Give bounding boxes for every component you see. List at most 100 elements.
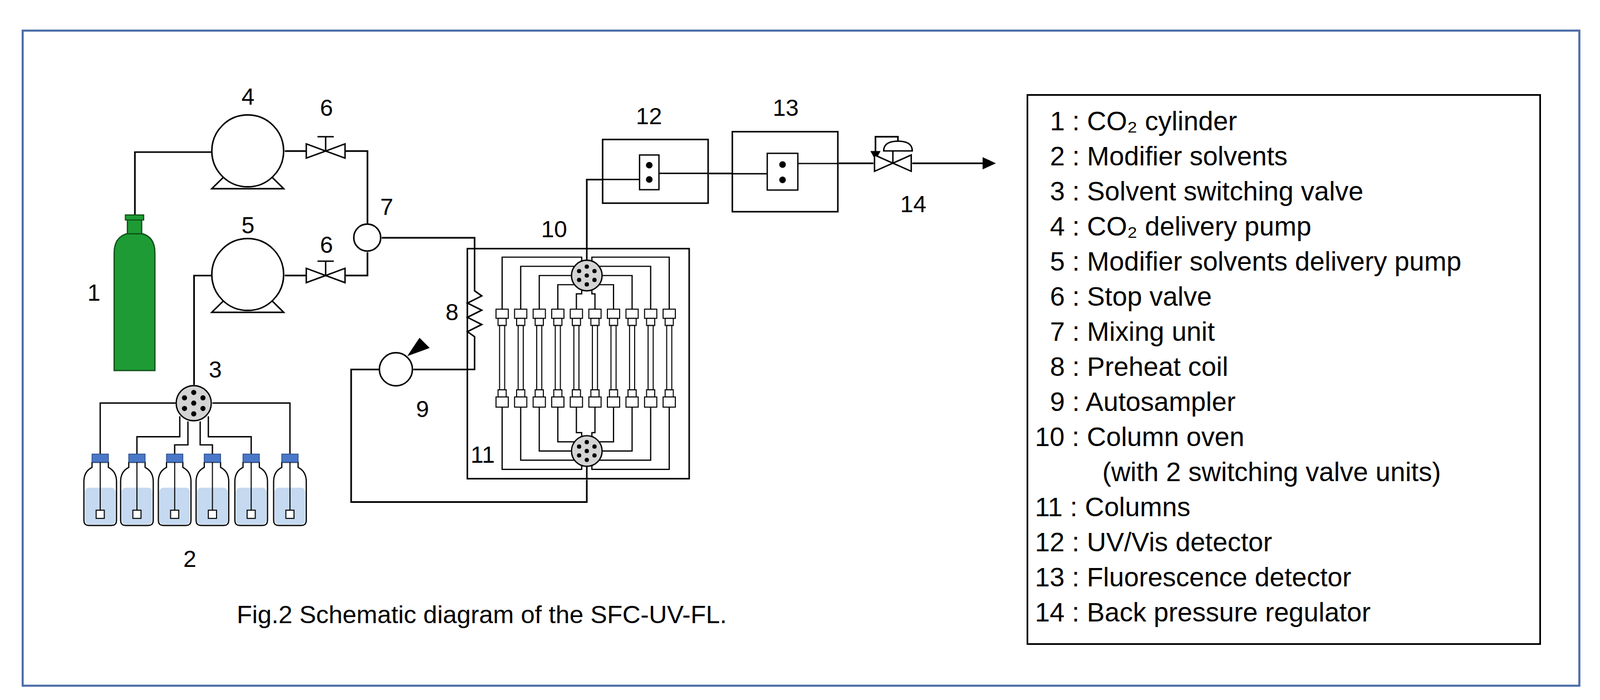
column-fitting	[572, 389, 581, 397]
flow-line	[134, 151, 211, 215]
fluorescence-detector-shape	[731, 130, 839, 213]
solvent-filter	[133, 509, 142, 519]
callout-number: 13	[772, 96, 799, 120]
valve-port	[592, 277, 597, 283]
valve-port	[584, 273, 590, 278]
column-body	[536, 325, 542, 390]
solvent-bottle	[84, 462, 117, 526]
column-fitting	[665, 389, 674, 397]
detector-cell	[601, 173, 709, 180]
valve-port	[592, 453, 597, 458]
flow-line	[838, 162, 874, 165]
valve-ports	[576, 264, 597, 463]
column-fitting	[607, 308, 620, 318]
switching-valve	[571, 259, 603, 291]
column-oven-shape	[466, 247, 690, 480]
legend-entry: 12 : UV/Vis detector	[1034, 524, 1533, 560]
valve-port	[191, 400, 197, 406]
column-set	[496, 308, 676, 407]
column-tube-line	[576, 290, 582, 310]
column-fitting	[570, 308, 583, 318]
column-fitting	[663, 396, 676, 407]
callout-number: 2	[183, 547, 196, 571]
column-fitting	[572, 318, 581, 326]
column-tube-line	[602, 275, 633, 309]
column-fitting	[535, 318, 544, 326]
valve-port	[584, 439, 590, 445]
callout-number: 6	[320, 96, 333, 120]
fluorescence-detector-outline	[732, 131, 839, 212]
column-body	[573, 325, 579, 390]
column-tube-line	[520, 266, 575, 309]
callout-number: 5	[241, 213, 255, 238]
detector-cell	[646, 162, 653, 169]
column-fitting	[516, 389, 525, 397]
solvent-bottle	[195, 462, 229, 526]
column-body	[629, 325, 635, 390]
column-tube-line	[591, 406, 595, 437]
column-body	[499, 325, 505, 390]
flow-line	[381, 237, 475, 248]
modifier-pump: 5	[210, 237, 285, 314]
column-fitting	[625, 308, 638, 318]
column-tube-line	[520, 406, 575, 460]
callout-number: 6	[320, 233, 333, 257]
valve-port	[191, 389, 197, 395]
column-fitting	[551, 396, 564, 407]
legend-entry: 13 : Fluorescence detector	[1034, 559, 1533, 595]
outlet-arrow-head	[982, 156, 996, 170]
callout-number: 10	[541, 217, 568, 242]
column-tube-line	[539, 406, 572, 451]
solvent-bottle	[158, 462, 191, 526]
valve-port	[584, 282, 590, 287]
column-fitting	[607, 396, 620, 407]
column-tube-line	[591, 290, 595, 310]
figure-caption: Fig.2 Schematic diagram of the SFC-UV-FL…	[236, 601, 727, 627]
column-tube-line	[602, 406, 633, 451]
back-pressure-regulator: 14	[873, 138, 913, 174]
column-fitting	[663, 308, 676, 318]
column-fitting	[590, 389, 600, 397]
callout-number: 11	[470, 443, 495, 467]
column-tube-line	[591, 406, 670, 470]
valve-port	[576, 268, 582, 274]
column-fitting	[570, 396, 583, 407]
bottle-cap	[281, 453, 298, 463]
bottle-cap	[166, 453, 183, 463]
column-tube-line	[557, 284, 575, 309]
column-fitting	[496, 308, 509, 318]
legend-entry: 7 : Mixing unit	[1034, 313, 1533, 350]
column-body	[555, 325, 561, 390]
solvent-bottle	[234, 462, 268, 526]
autosampler-body	[379, 352, 412, 386]
solvent-filter	[247, 509, 256, 519]
valve-port	[200, 395, 206, 401]
switching-valve	[571, 435, 603, 466]
dip-tube	[212, 462, 214, 510]
solvent-filter	[170, 509, 179, 519]
column-fitting	[665, 318, 674, 326]
callout-number: 14	[900, 192, 927, 217]
column-tube-line	[502, 257, 582, 309]
column-fitting	[535, 389, 544, 397]
solvent-bottle	[273, 462, 307, 526]
dip-tube	[136, 462, 138, 510]
callout-number: 4	[241, 85, 255, 109]
column-body	[592, 325, 598, 390]
column-tubing	[502, 257, 670, 470]
column-tube-line	[539, 275, 572, 309]
column-tube-line	[502, 406, 582, 470]
stop-valve-handle	[317, 136, 334, 152]
column-fitting	[644, 396, 657, 407]
legend-entry: 6 : Stop valve	[1034, 278, 1533, 314]
callout-number: 8	[445, 300, 459, 325]
wrap-spacer	[1274, 419, 1481, 455]
valve-port	[584, 448, 590, 454]
legend-box: 1 : CO₂ cylinder2 : Modifier solvents3 :…	[1026, 94, 1541, 646]
column-tube-line	[557, 406, 575, 442]
stop-valve-handle	[317, 261, 334, 276]
legend-entry: 10 : Column oven (with 2 switching valve…	[1034, 419, 1481, 490]
co2-cylinder-shape	[114, 214, 155, 371]
legend-entry: 3 : Solvent switching valve	[1034, 173, 1533, 209]
